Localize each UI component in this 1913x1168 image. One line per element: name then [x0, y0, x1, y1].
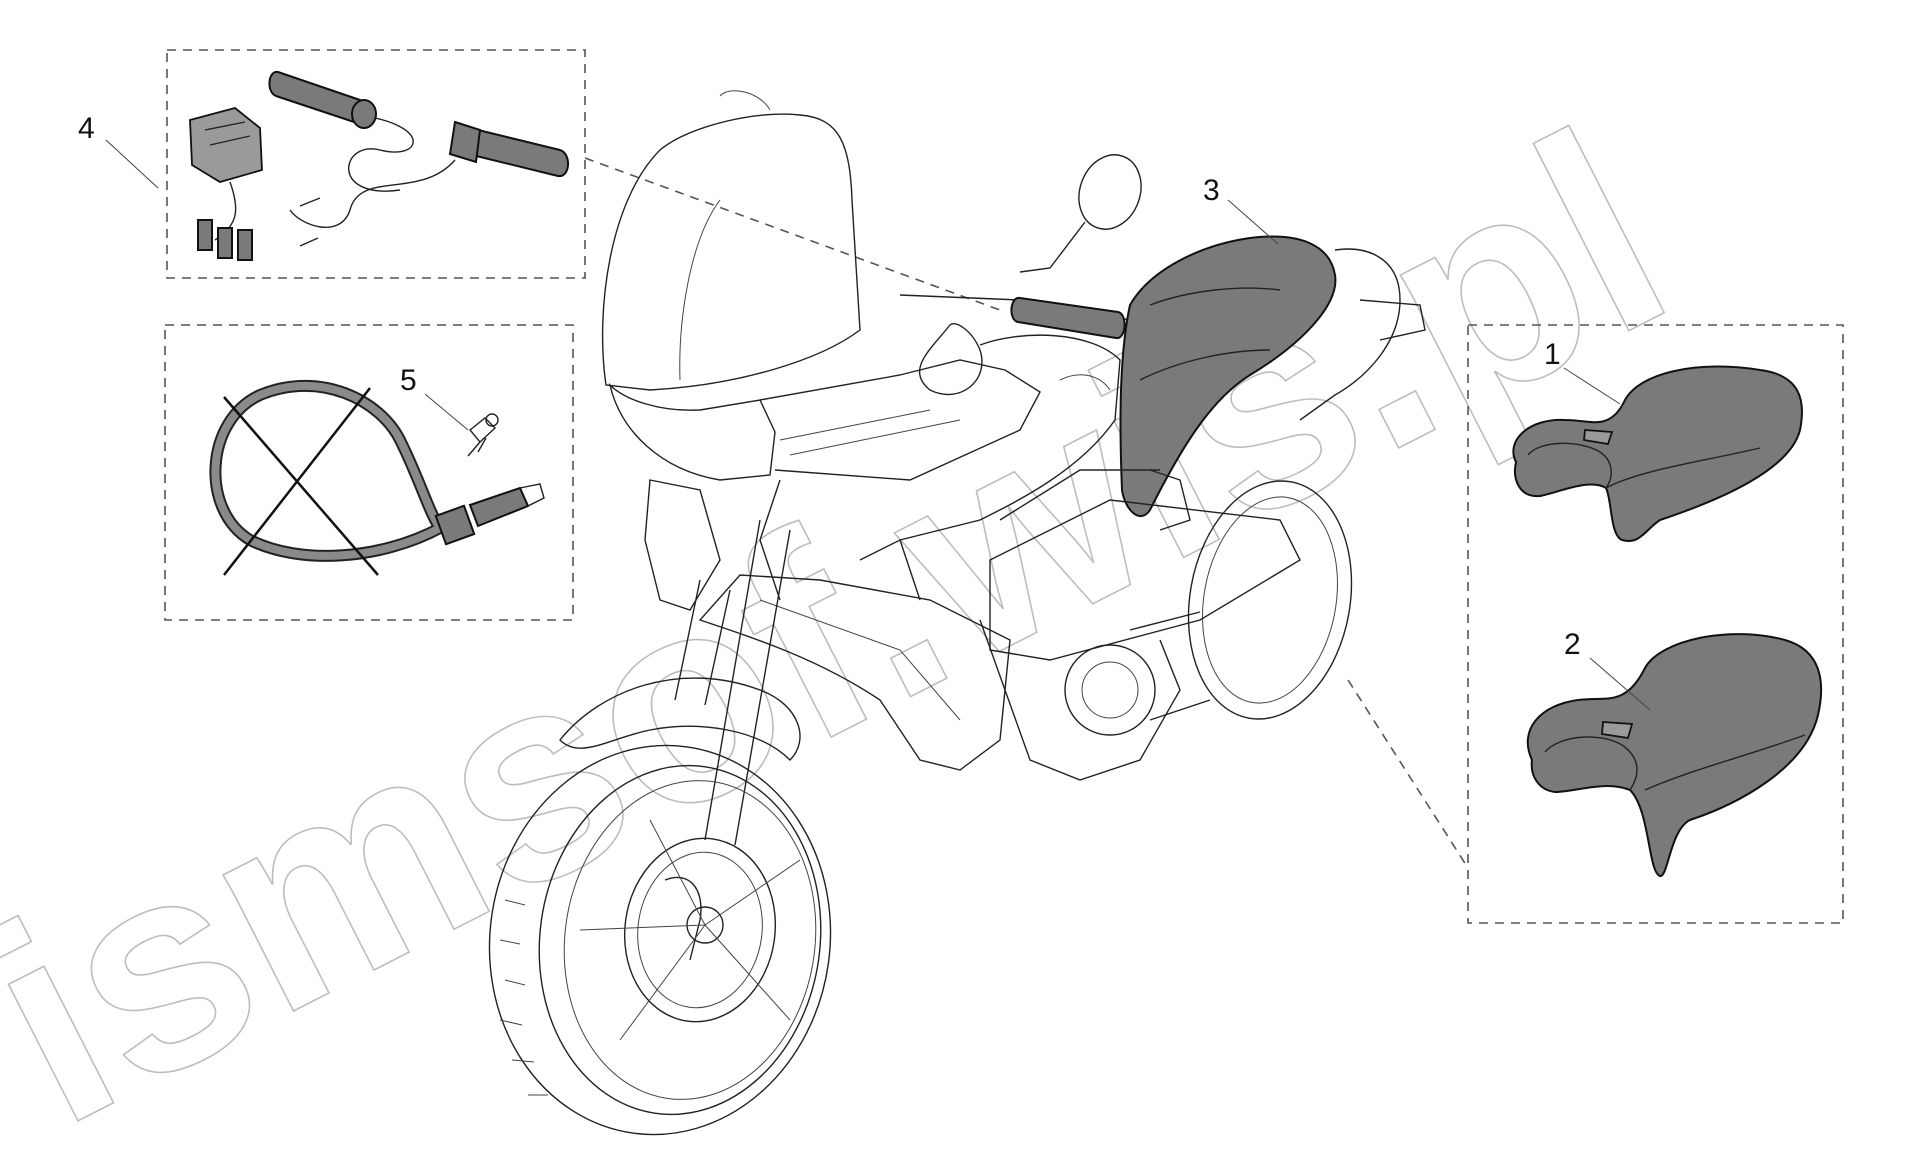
callout-5: 5	[400, 364, 469, 431]
kit-box-seats	[1347, 324, 1844, 924]
cable-lock	[209, 379, 545, 562]
callout-label-5: 5	[400, 364, 417, 397]
callout-label-4: 4	[78, 112, 95, 145]
callout-label-2: 2	[1564, 628, 1581, 661]
watermark: ismsof.wis.pl	[0, 69, 1712, 1168]
motorcycle-outline	[488, 90, 1426, 1136]
callout-label-3: 3	[1203, 174, 1220, 207]
cross-out-mark	[223, 387, 379, 576]
callout-label-1: 1	[1544, 338, 1561, 371]
seat-1	[1512, 365, 1803, 542]
seat-2	[1526, 633, 1823, 878]
heated-grip-switch	[189, 107, 263, 261]
kit-box-heated-grips	[166, 49, 1001, 311]
watermark-text: ismsof.wis.pl	[0, 70, 1711, 1168]
keys	[467, 413, 499, 457]
heated-grip-left	[268, 70, 414, 192]
callout-4: 4	[78, 112, 159, 189]
callout-3: 3	[1203, 174, 1279, 245]
kit-box-cable-lock	[164, 324, 574, 621]
heated-grip-right	[289, 120, 569, 247]
callout-2: 2	[1564, 628, 1651, 711]
callout-1: 1	[1544, 338, 1621, 405]
